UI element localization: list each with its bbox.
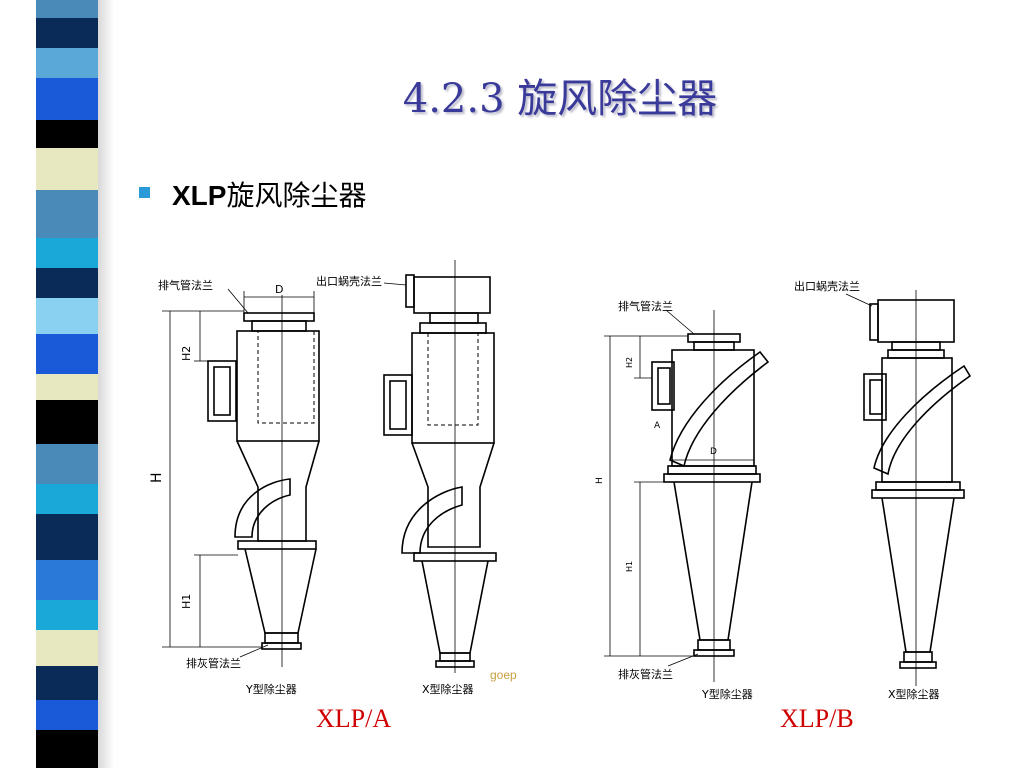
label-h1-b: H1 (625, 561, 634, 572)
label-y-type-a: Y型除尘器 (245, 682, 297, 696)
label-x-type-a: X型除尘器 (422, 682, 474, 696)
label-d-b: D (710, 447, 717, 457)
label-exhaust-flange-a: 排气管法兰 (158, 278, 213, 292)
label-exhaust-flange-b: 排气管法兰 (618, 299, 673, 313)
stripe-bar-shadow (98, 0, 114, 768)
label-d-a: D (275, 283, 283, 296)
label-h1-a: H1 (180, 594, 193, 609)
caption-xlp-a: XLP/A (316, 704, 392, 733)
label-y-type-b: Y型除尘器 (701, 687, 753, 701)
label-a-b: A (654, 421, 661, 431)
label-h2-b: H2 (625, 357, 634, 368)
label-h2-a: H2 (180, 346, 193, 361)
label-outlet-flange-b: 出口蜗壳法兰 (794, 279, 860, 293)
bullet-square-icon (139, 187, 150, 198)
label-h-a: H (149, 472, 165, 483)
figure-xlp-b-drawing: 排气管法兰 出口蜗壳法兰 A D H H2 H1 排灰管法兰 Y型除尘器 X型除… (595, 279, 972, 701)
watermark-text: goep (490, 668, 517, 682)
bullet-bold: XLP (172, 180, 227, 211)
bullet-text: XLP旋风除尘器 (172, 174, 366, 214)
figure-xlp-a-drawing: 排气管法兰 出口蜗壳法兰 D H H2 H1 排灰管法兰 Y型除尘器 X型除尘器… (149, 260, 517, 696)
decorative-stripe-bar (36, 0, 98, 768)
bullet-rest: 旋风除尘器 (226, 179, 367, 212)
label-outlet-flange-a: 出口蜗壳法兰 (316, 274, 382, 288)
label-ash-flange-b: 排灰管法兰 (618, 667, 673, 681)
caption-xlp-b: XLP/B (780, 704, 854, 733)
label-h-b: H (595, 477, 605, 484)
label-x-type-b: X型除尘器 (888, 687, 940, 701)
label-ash-flange-a: 排灰管法兰 (186, 656, 241, 670)
slide-title: 4.2.3 旋风除尘器 (402, 76, 718, 122)
